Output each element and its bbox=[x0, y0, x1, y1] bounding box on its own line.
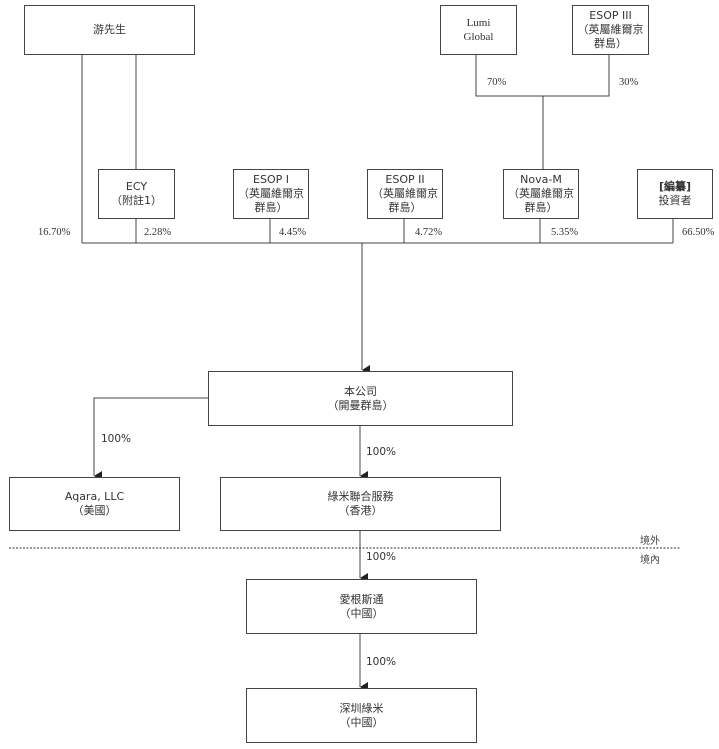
lumi-esop3-to-nova-line bbox=[475, 54, 610, 97]
agenstone-box: 愛根斯通 （中國） bbox=[246, 579, 477, 634]
mr-you-label: 游先生 bbox=[93, 23, 126, 36]
esop-i-line2: （英屬維爾京 bbox=[238, 187, 304, 200]
aqara-pct: 100% bbox=[101, 433, 132, 445]
investors-line1: [編纂] bbox=[658, 180, 692, 193]
mr-you-box: 游先生 bbox=[24, 5, 195, 55]
company-line2: （開曼群島） bbox=[327, 398, 394, 412]
esop-i-line3: 群島） bbox=[254, 201, 288, 214]
ecy-line1: ECY bbox=[125, 180, 148, 193]
shenzhen-lumi-box: 深圳綠米 （中國） bbox=[246, 688, 477, 743]
nova-m-line2: （英屬維爾京 bbox=[508, 187, 574, 200]
shenzhen-lumi-line1: 深圳綠米 bbox=[339, 701, 384, 715]
offshore-label: 境外 bbox=[640, 536, 660, 547]
lumi-global-line1: Lumi bbox=[466, 17, 491, 29]
lumi-united-line2: （香港） bbox=[338, 504, 383, 517]
investors-line2: 投資者 bbox=[658, 194, 692, 207]
aqara-box: Aqara, LLC （美國） bbox=[9, 477, 180, 531]
investors-box: [編纂] 投資者 bbox=[637, 169, 713, 219]
shenzhen-lumi-pct: 100% bbox=[366, 656, 397, 668]
company-to-aqara-arrow bbox=[93, 397, 208, 481]
aqara-line2: （美國） bbox=[72, 504, 117, 517]
mr-you-pct: 16.70% bbox=[38, 227, 71, 238]
ecy-line2: （附註1） bbox=[111, 194, 162, 207]
investors-pct: 66.50% bbox=[682, 227, 715, 238]
esop-iii-box: ESOP III （英屬維爾京 群島） bbox=[572, 5, 649, 55]
nova-m-box: Nova-M （英屬維爾京 群島） bbox=[503, 169, 579, 219]
esop-iii-line3: 群島） bbox=[594, 37, 627, 50]
nova-m-line1: Nova-M bbox=[520, 173, 562, 186]
company-box: 本公司 （開曼群島） bbox=[208, 371, 513, 426]
esop-ii-line3: 群島） bbox=[388, 201, 422, 214]
nova-m-line3: 群島） bbox=[524, 201, 558, 214]
onshore-label: 境內 bbox=[640, 555, 660, 566]
esop-i-box: ESOP I （英屬維爾京 群島） bbox=[233, 169, 309, 219]
lumi-united-line1: 綠米聯合服務 bbox=[327, 490, 394, 503]
esop-ii-pct: 4.72% bbox=[415, 227, 443, 238]
lumi-united-pct: 100% bbox=[366, 446, 397, 458]
esop-i-line1: ESOP I bbox=[253, 173, 289, 186]
esop-ii-line1: ESOP II bbox=[385, 173, 425, 186]
esop-iii-line2: （英屬維爾京 bbox=[577, 23, 644, 36]
esop-iii-line1: ESOP III bbox=[589, 9, 632, 22]
shenzhen-lumi-line2: （中國） bbox=[339, 715, 384, 729]
lumi-united-box: 綠米聯合服務 （香港） bbox=[220, 477, 501, 531]
esop-iii-pct: 30% bbox=[619, 77, 639, 88]
company-line1: 本公司 bbox=[344, 384, 377, 398]
ecy-pct: 2.28% bbox=[144, 227, 172, 238]
esop-ii-box: ESOP II （英屬維爾京 群島） bbox=[367, 169, 443, 219]
lumi-global-pct: 70% bbox=[487, 77, 507, 88]
esop-i-pct: 4.45% bbox=[279, 227, 307, 238]
lumi-global-line2: Global bbox=[463, 31, 494, 43]
nova-m-pct: 5.35% bbox=[551, 227, 579, 238]
aqara-line1: Aqara, LLC bbox=[64, 490, 125, 503]
agenstone-line1: 愛根斯通 bbox=[339, 592, 384, 606]
lumi-global-box: Lumi Global bbox=[440, 5, 517, 55]
agenstone-pct: 100% bbox=[366, 551, 397, 563]
agenstone-line2: （中國） bbox=[339, 606, 384, 620]
ecy-box: ECY （附註1） bbox=[98, 169, 175, 219]
esop-ii-line2: （英屬維爾京 bbox=[372, 187, 438, 200]
